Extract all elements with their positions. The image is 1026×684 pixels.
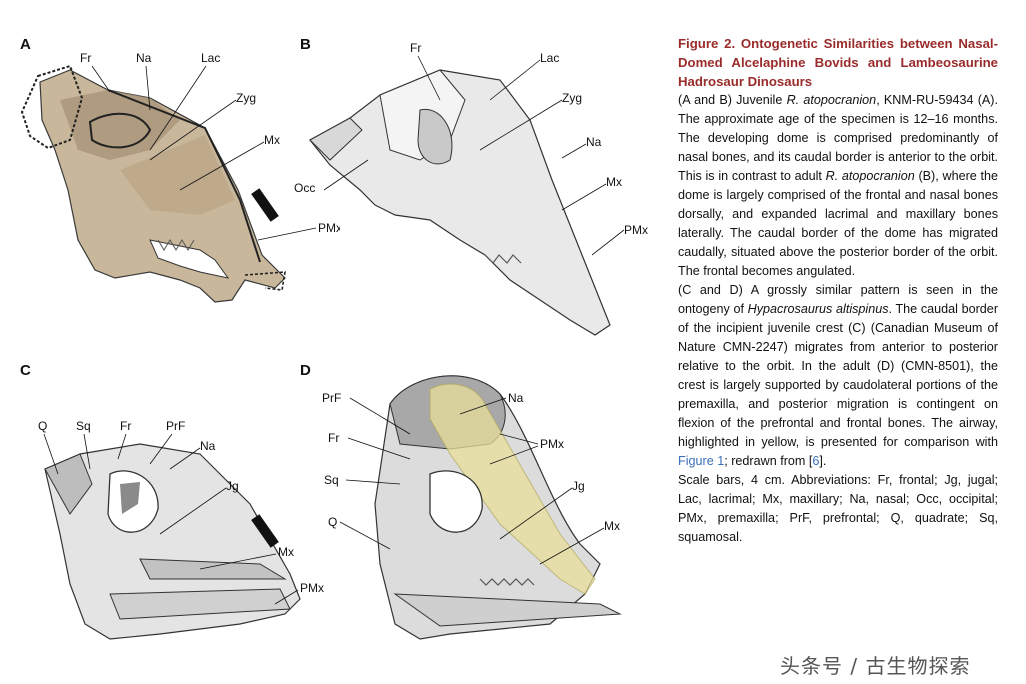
label-q: Q (38, 419, 47, 433)
label-pmx: PMx (540, 437, 564, 451)
label-sq: Sq (324, 473, 339, 487)
label-q: Q (328, 515, 337, 529)
label-na: Na (586, 135, 602, 149)
scale-bar (251, 514, 279, 548)
label-pmx: PMx (318, 221, 340, 235)
watermark: 头条号 / 古生物探索 (780, 654, 971, 678)
label-sq: Sq (76, 419, 91, 433)
label-jg: Jg (226, 479, 239, 493)
panel-c-letter: C (20, 362, 31, 379)
label-occ: Occ (294, 181, 315, 195)
label-mx: Mx (606, 175, 622, 189)
label-jg: Jg (572, 479, 585, 493)
label-fr: Fr (80, 51, 91, 65)
label-fr: Fr (410, 41, 421, 55)
label-mx: Mx (264, 133, 280, 147)
caption-paragraph-cd: (C and D) A grossly similar pattern is s… (678, 283, 999, 468)
label-prf: PrF (166, 419, 185, 433)
figure-1-link[interactable]: Figure 1 (678, 454, 725, 468)
label-zyg: Zyg (236, 91, 256, 105)
panel-b-skull-figure: Fr Lac Zyg Na Occ Mx PMx (294, 41, 648, 336)
label-pmx: PMx (300, 581, 324, 595)
label-na: Na (200, 439, 216, 453)
panel-a-letter: A (20, 36, 31, 53)
caption-paragraph-ab: (A and B) Juvenile R. atopocranion, KNM-… (678, 93, 998, 278)
reference-6-link[interactable]: 6 (812, 454, 820, 468)
label-pmx: PMx (624, 223, 648, 237)
caption-title: Figure 2. Ontogenetic Similarities betwe… (678, 36, 998, 89)
figure-caption: Figure 2. Ontogenetic Similarities betwe… (678, 34, 998, 547)
label-na: Na (136, 51, 152, 65)
panel-c-skull-figure: Q Sq Fr PrF Na Jg Mx PMx (38, 419, 324, 640)
label-lac: Lac (201, 51, 220, 65)
label-lac: Lac (540, 51, 559, 65)
label-zyg: Zyg (562, 91, 582, 105)
label-mx: Mx (278, 545, 294, 559)
label-mx: Mx (604, 519, 620, 533)
panel-a-skull-figure: Fr Na Lac Zyg Mx PMx (20, 51, 340, 303)
label-prf: PrF (322, 391, 341, 405)
label-fr: Fr (328, 431, 339, 445)
label-na: Na (508, 391, 524, 405)
scale-bar (251, 188, 279, 222)
label-fr: Fr (120, 419, 131, 433)
caption-paragraph-scale: Scale bars, 4 cm. Abbreviations: Fr, fro… (678, 473, 998, 544)
panel-d-skull-figure: PrF Na Fr PMx Sq Jg Q Mx (322, 375, 622, 640)
panel-b-letter: B (300, 36, 311, 53)
panel-d-letter: D (300, 362, 311, 379)
